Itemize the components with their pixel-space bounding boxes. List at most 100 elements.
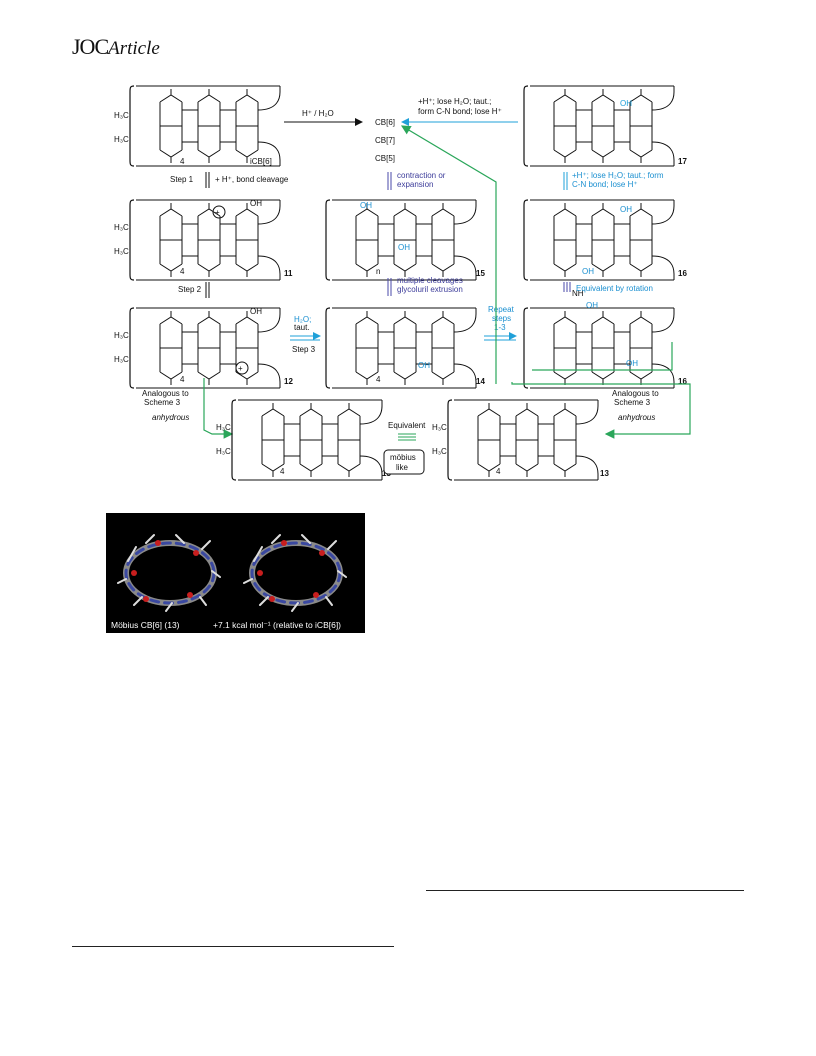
methyl-13b-2: H₃C: [432, 447, 447, 456]
structure-13a: [232, 400, 382, 480]
label-15: 15: [476, 269, 485, 278]
methyl-12-1: H₃C: [114, 331, 129, 340]
oh-17: OH: [620, 99, 632, 108]
mobius-stereo-render: Möbius CB[6] (13) +7.1 kcal mol⁻¹ (relat…: [106, 513, 365, 633]
mobius-model-image: Möbius CB[6] (13) +7.1 kcal mol⁻¹ (relat…: [106, 513, 365, 633]
structure-16b: [524, 308, 674, 388]
product-cb5: CB[5]: [375, 154, 395, 163]
oh-16b: OH: [582, 267, 594, 276]
green-path-left: [203, 378, 234, 439]
caption-right: +7.1 kcal mol⁻¹ (relative to iCB[6]): [213, 620, 341, 630]
step3-reagent-1: H₂O;: [294, 315, 311, 324]
methyl-13-1: H₃C: [216, 423, 231, 432]
step3-label: Step 3: [292, 345, 316, 354]
label-11: 11: [284, 269, 293, 278]
sub-12: 4: [180, 375, 185, 384]
scheme-svg: H₃C H₃C 4 iCB[6] H⁺ / H₂O CB[6] CB[7] CB…: [114, 78, 691, 490]
cleavage-1: multiple cleavages: [397, 276, 463, 285]
sub-n: n: [376, 267, 380, 276]
anhydrous-left: anhydrous: [152, 413, 189, 422]
structure-16a: [524, 200, 674, 280]
top-right-step-2: form C-N bond; lose H⁺: [418, 107, 502, 116]
top-right-step-1: +H⁺; lose H₂O; taut.;: [418, 97, 491, 106]
icb6-label: iCB[6]: [250, 157, 272, 166]
structure-15: [326, 200, 476, 280]
structure-17: [524, 86, 674, 166]
structure-13b: [448, 400, 598, 480]
sub-13a: 4: [280, 467, 285, 476]
label-14: 14: [476, 377, 485, 386]
label-16a: 16: [678, 269, 687, 278]
green-bracket-16: [532, 342, 673, 371]
caption-left: Möbius CB[6] (13): [111, 620, 180, 630]
footnote-rule-right: [426, 890, 744, 891]
methyl-11-2: H₃C: [114, 247, 129, 256]
sub-14: 4: [376, 375, 381, 384]
analogous-right-1: Analogous to: [612, 389, 659, 398]
right-step-1: +H⁺; lose H₂O; taut.; form: [572, 171, 664, 180]
oh-16a: OH: [620, 205, 632, 214]
methyl-12-2: H₃C: [114, 355, 129, 364]
oh-16d: OH: [626, 359, 638, 368]
oh-15a: OH: [360, 201, 372, 210]
journal-name: JOC: [72, 34, 109, 59]
label-17: 17: [678, 157, 687, 166]
label-16b: 16: [678, 377, 687, 386]
methyl-11-1: H₃C: [114, 223, 129, 232]
rotation-label: Equivalent by rotation: [576, 284, 653, 293]
footnote-rule-left: [72, 946, 394, 947]
analogous-left-2: Scheme 3: [144, 398, 181, 407]
anhydrous-right: anhydrous: [618, 413, 655, 422]
green-path-right: [511, 382, 691, 439]
oh-12: OH: [250, 307, 262, 316]
methyl-13-2: H₃C: [216, 447, 231, 456]
methyl-label-2: H₃C: [114, 135, 129, 144]
repeat-1: Repeat: [488, 305, 515, 314]
sub-13b: 4: [496, 467, 501, 476]
contraction-1: contraction or: [397, 171, 446, 180]
nh-16: NH: [572, 289, 584, 298]
structure-icb6: [130, 86, 280, 166]
mobius-1: möbius: [390, 453, 416, 462]
repeat-2: steps: [492, 314, 511, 323]
equivalent-label: Equivalent: [388, 421, 426, 430]
green-path-up: [400, 125, 497, 384]
oh-15b: OH: [398, 243, 410, 252]
h-water-label: H⁺ / H₂O: [302, 109, 334, 118]
mobius-box: [383, 449, 425, 475]
molecule-right: [243, 534, 347, 612]
cation-11: [212, 205, 226, 219]
step1-label: Step 1: [170, 175, 194, 184]
analogous-right-2: Scheme 3: [614, 398, 651, 407]
article-type: Article: [108, 38, 160, 59]
step3-reagent-2: taut.: [294, 323, 310, 332]
oh-11: OH: [250, 199, 262, 208]
step2-label: Step 2: [178, 285, 202, 294]
cation-12: [235, 361, 249, 375]
structure-11: [130, 200, 280, 280]
analogous-left-1: Analogous to: [142, 389, 189, 398]
right-step-2: C-N bond; lose H⁺: [572, 180, 638, 189]
repeat-3: 1-3: [494, 323, 506, 332]
oh-14: OH: [418, 361, 430, 370]
oh-16c: OH: [586, 301, 598, 310]
methyl-label-1: H₃C: [114, 111, 129, 120]
methyl-13b-1: H₃C: [432, 423, 447, 432]
product-cb6: CB[6]: [375, 118, 395, 127]
reaction-scheme: H₃C H₃C 4 iCB[6] H⁺ / H₂O CB[6] CB[7] CB…: [112, 78, 700, 490]
cation-plus: +: [215, 208, 220, 217]
cation-plus-12: +: [238, 364, 243, 373]
mobius-2: like: [396, 463, 409, 472]
icb6-subscript: 4: [180, 157, 185, 166]
cleavage-2: glycoluril extrusion: [397, 285, 463, 294]
structure-14: [326, 308, 476, 388]
sub-11: 4: [180, 267, 185, 276]
journal-header: JOCArticle: [72, 34, 160, 60]
product-cb7: CB[7]: [375, 136, 395, 145]
structure-12: [130, 308, 280, 388]
step1-desc: + H⁺, bond cleavage: [215, 175, 289, 184]
label-13b: 13: [600, 469, 609, 478]
molecule-left: [117, 534, 221, 612]
label-12: 12: [284, 377, 293, 386]
contraction-2: expansion: [397, 180, 433, 189]
